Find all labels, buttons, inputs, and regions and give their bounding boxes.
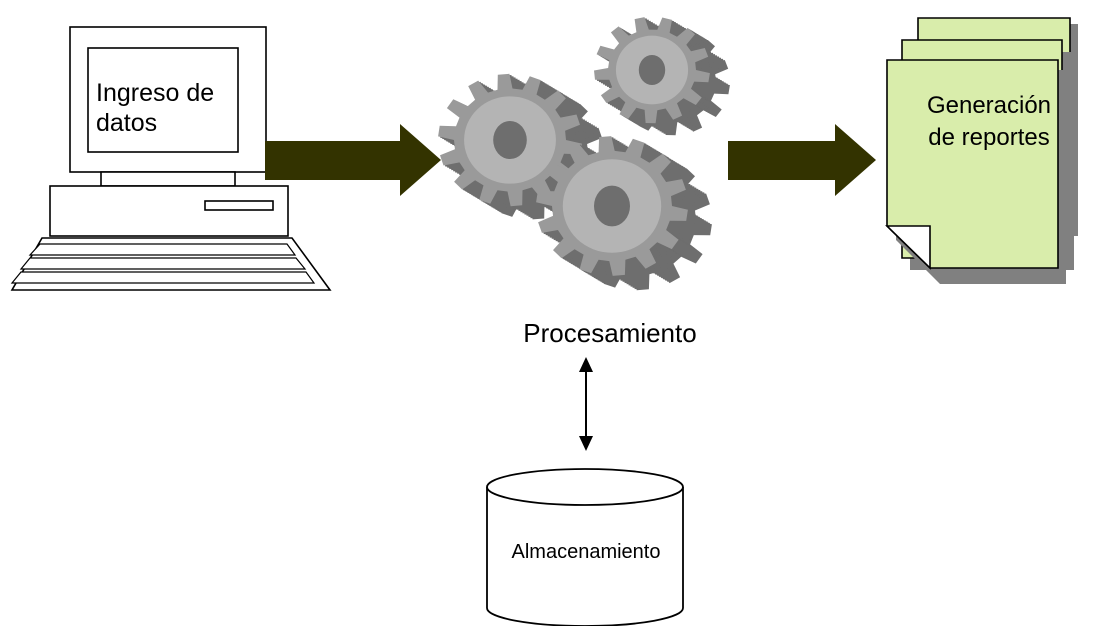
documents-icon <box>885 17 1078 284</box>
output-label-line1: Generación <box>926 92 1052 119</box>
gears-icon <box>438 17 730 291</box>
computer-icon <box>10 26 332 291</box>
arrow-input-to-process <box>265 124 441 196</box>
input-label-line1: Ingreso de <box>96 79 215 107</box>
process-label: Procesamiento <box>523 318 697 348</box>
arrow-process-to-output <box>728 124 876 196</box>
gear-top <box>594 17 730 136</box>
output-label-line2: de reportes <box>928 124 1050 152</box>
input-label: Ingreso de datos <box>96 78 264 138</box>
arrow-process-storage <box>579 357 593 451</box>
input-label-line2: datos <box>96 109 158 137</box>
storage-label: Almacenamiento <box>511 541 661 563</box>
output-label: Generación de reportes <box>904 90 1074 155</box>
gear-front <box>536 136 712 291</box>
database-cylinder-icon <box>486 468 684 626</box>
